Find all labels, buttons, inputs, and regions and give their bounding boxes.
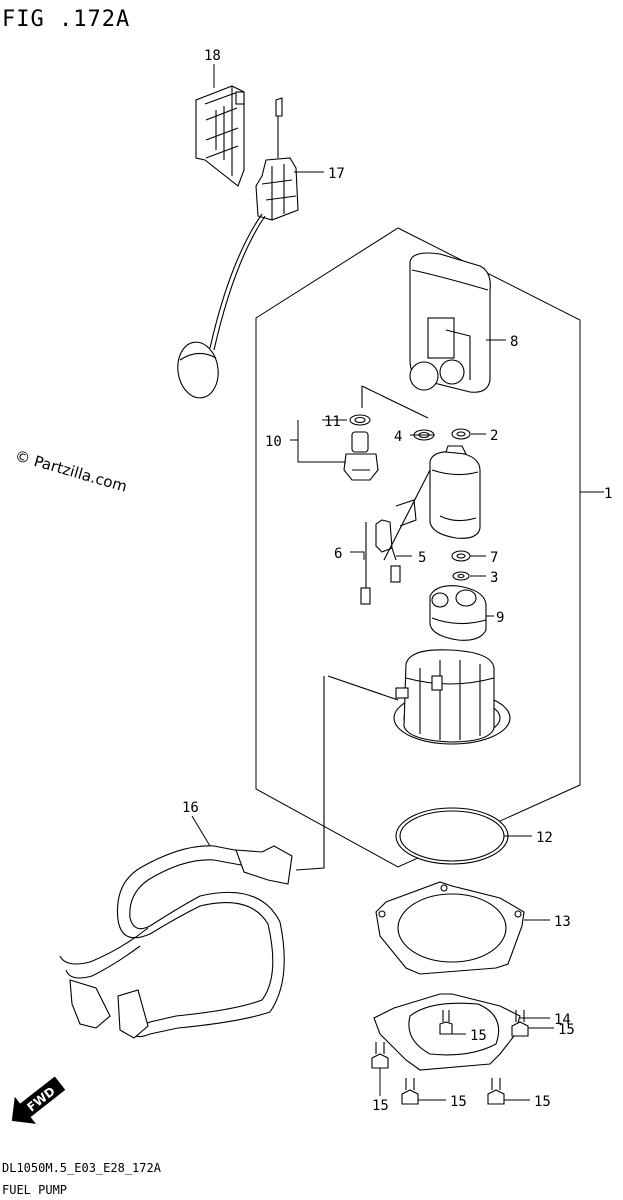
part-3-spacer <box>452 571 470 581</box>
leader-lines <box>191 64 604 1101</box>
callout-5: 5 <box>418 550 426 566</box>
part-13-plate <box>375 881 525 975</box>
callout-6: 6 <box>334 546 342 562</box>
figure-title: FIG .172A <box>2 7 130 32</box>
callout-4: 4 <box>394 429 402 445</box>
part-15-bolt <box>439 1010 453 1035</box>
part-15-bolt <box>511 1010 529 1037</box>
part-8-fuel-filter <box>409 252 491 393</box>
callout-1: 1 <box>604 486 612 502</box>
callout-9: 9 <box>496 610 504 626</box>
callout-15: 15 <box>450 1094 467 1110</box>
part-18-sensor-cover <box>195 85 245 187</box>
callout-3: 3 <box>490 570 498 586</box>
callout-12: 12 <box>536 830 553 846</box>
watermark: © Partzilla.com <box>13 447 129 496</box>
part-15-bolt <box>371 1042 389 1069</box>
fwd-direction-badge: FWD <box>11 1076 66 1124</box>
part-12-gasket <box>395 807 509 865</box>
fuel-pump-assembly-frame <box>255 227 581 868</box>
part-10-pressure-regulator <box>343 385 429 481</box>
callout-8: 8 <box>510 334 518 350</box>
callout-11: 11 <box>324 414 341 430</box>
drawing-code: DL1050M.5_E03_E28_172A <box>2 1161 162 1175</box>
part-17-fuel-gauge <box>177 97 299 399</box>
part-15-bolt <box>401 1078 419 1105</box>
callout-15: 15 <box>534 1094 551 1110</box>
part-7-o-ring <box>451 550 471 562</box>
callout-16: 16 <box>182 800 199 816</box>
callout-13: 13 <box>554 914 571 930</box>
section-title: FUEL PUMP <box>2 1183 67 1197</box>
part-16-fuel-hose <box>59 676 325 1039</box>
callout-17: 17 <box>328 166 345 182</box>
callout-2: 2 <box>490 428 498 444</box>
part-2-o-ring <box>451 428 471 440</box>
callout-15: 15 <box>558 1022 575 1038</box>
callout-10: 10 <box>265 434 282 450</box>
pump-bracket-housing <box>327 649 511 745</box>
part-15-bolt <box>487 1078 505 1105</box>
callout-15: 15 <box>372 1098 389 1114</box>
part-6-5-pump-wiring <box>360 469 431 605</box>
part-9-pump-cushion <box>429 585 487 641</box>
callout-15: 15 <box>470 1028 487 1044</box>
callout-7: 7 <box>490 550 498 566</box>
callout-14: 14 <box>554 1012 571 1028</box>
fuel-pump-body <box>429 445 481 539</box>
callout-18: 18 <box>204 48 221 64</box>
